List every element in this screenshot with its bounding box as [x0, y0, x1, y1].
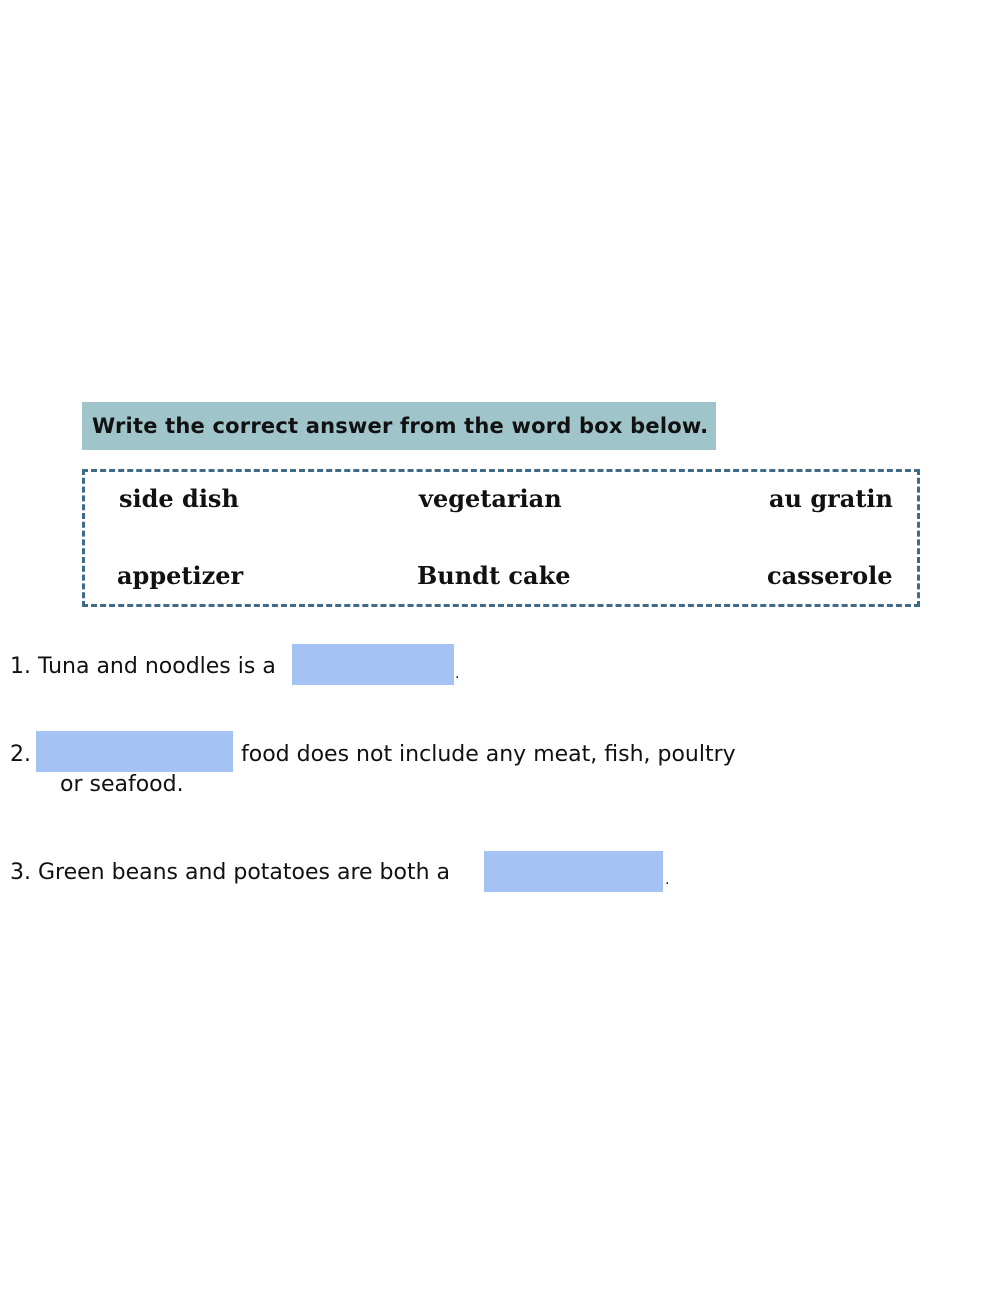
question-1-period: .: [455, 666, 460, 682]
question-1-answer-field[interactable]: [292, 644, 454, 685]
word-box: side dish vegetarian au gratin appetizer…: [82, 469, 920, 607]
word-box-item: vegetarian: [419, 484, 562, 513]
instruction-banner: Write the correct answer from the word b…: [82, 402, 716, 450]
word-box-item: casserole: [767, 561, 893, 590]
question-3-period: .: [665, 872, 670, 888]
word-box-item: side dish: [119, 484, 239, 513]
question-3-answer-field[interactable]: [484, 851, 663, 892]
word-box-item: appetizer: [117, 561, 244, 590]
word-box-item: Bundt cake: [417, 561, 571, 590]
question-2-answer-field[interactable]: [36, 731, 233, 772]
instruction-text: Write the correct answer from the word b…: [92, 414, 709, 438]
question-3-text: 3. Green beans and potatoes are both a: [10, 860, 451, 885]
question-2-number: 2.: [10, 742, 31, 767]
question-2-continuation: or seafood.: [60, 772, 184, 797]
word-box-item: au gratin: [769, 484, 893, 513]
question-1-text: 1. Tuna and noodles is a: [10, 654, 276, 679]
question-2-text: food does not include any meat, fish, po…: [241, 742, 736, 767]
